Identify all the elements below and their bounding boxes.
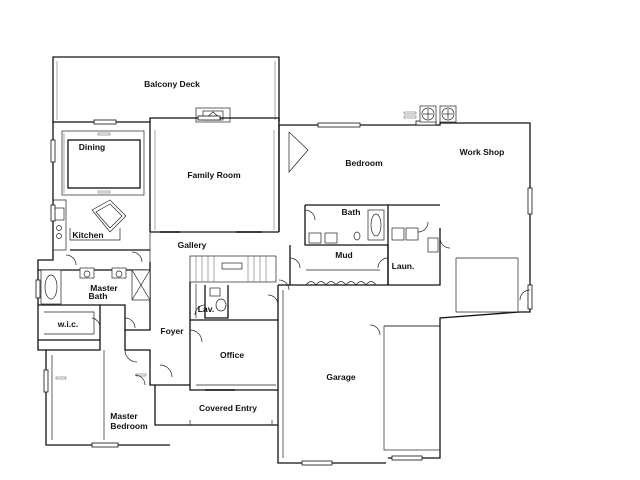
dimension-notes: [55, 111, 417, 380]
lav-toilet-icon: [215, 298, 227, 312]
label-garage: Garage: [326, 372, 356, 382]
master-tub-icon: [40, 269, 62, 305]
hvac-units: [419, 105, 457, 123]
windows: [35, 115, 533, 466]
label-bath: Bath: [342, 207, 361, 217]
gallery-stair: [149, 232, 277, 283]
label-master-bedroom-line1: Master: [110, 411, 138, 421]
label-balcony-deck: Balcony Deck: [144, 79, 200, 89]
label-work-shop: Work Shop: [460, 147, 505, 157]
kitchen-island: [91, 199, 127, 233]
balcony-deck: [52, 56, 280, 123]
kitchen: [53, 199, 150, 251]
label-laundry: Laun.: [392, 261, 415, 271]
label-master-bath-line2: Bath: [89, 291, 108, 301]
label-lav: Lav.: [198, 304, 214, 314]
label-foyer: Foyer: [160, 326, 184, 336]
label-family-room: Family Room: [187, 170, 241, 180]
garage-door-zone: [383, 325, 441, 451]
label-master-bedroom-line2: Bedroom: [110, 421, 148, 431]
dining-room: [61, 130, 145, 196]
stair: [189, 255, 277, 283]
range-icon: [53, 207, 65, 221]
label-gallery: Gallery: [178, 240, 207, 250]
master-suite: [38, 267, 151, 440]
label-covered-entry: Covered Entry: [199, 403, 257, 413]
label-bedroom: Bedroom: [345, 158, 383, 168]
bathtub-icon: [367, 209, 385, 241]
label-mud: Mud: [335, 250, 352, 260]
toilet-icon: [353, 231, 361, 241]
doors: [65, 209, 531, 386]
label-office: Office: [220, 350, 244, 360]
label-kitchen: Kitchen: [72, 230, 103, 240]
label-wic: w.i.c.: [57, 319, 78, 329]
dining-table: [67, 139, 141, 189]
label-dining: Dining: [79, 142, 105, 152]
bedroom-wing: [278, 125, 441, 286]
label-master-bath-line1: Master: [90, 283, 118, 293]
garage-interior: [278, 284, 290, 458]
